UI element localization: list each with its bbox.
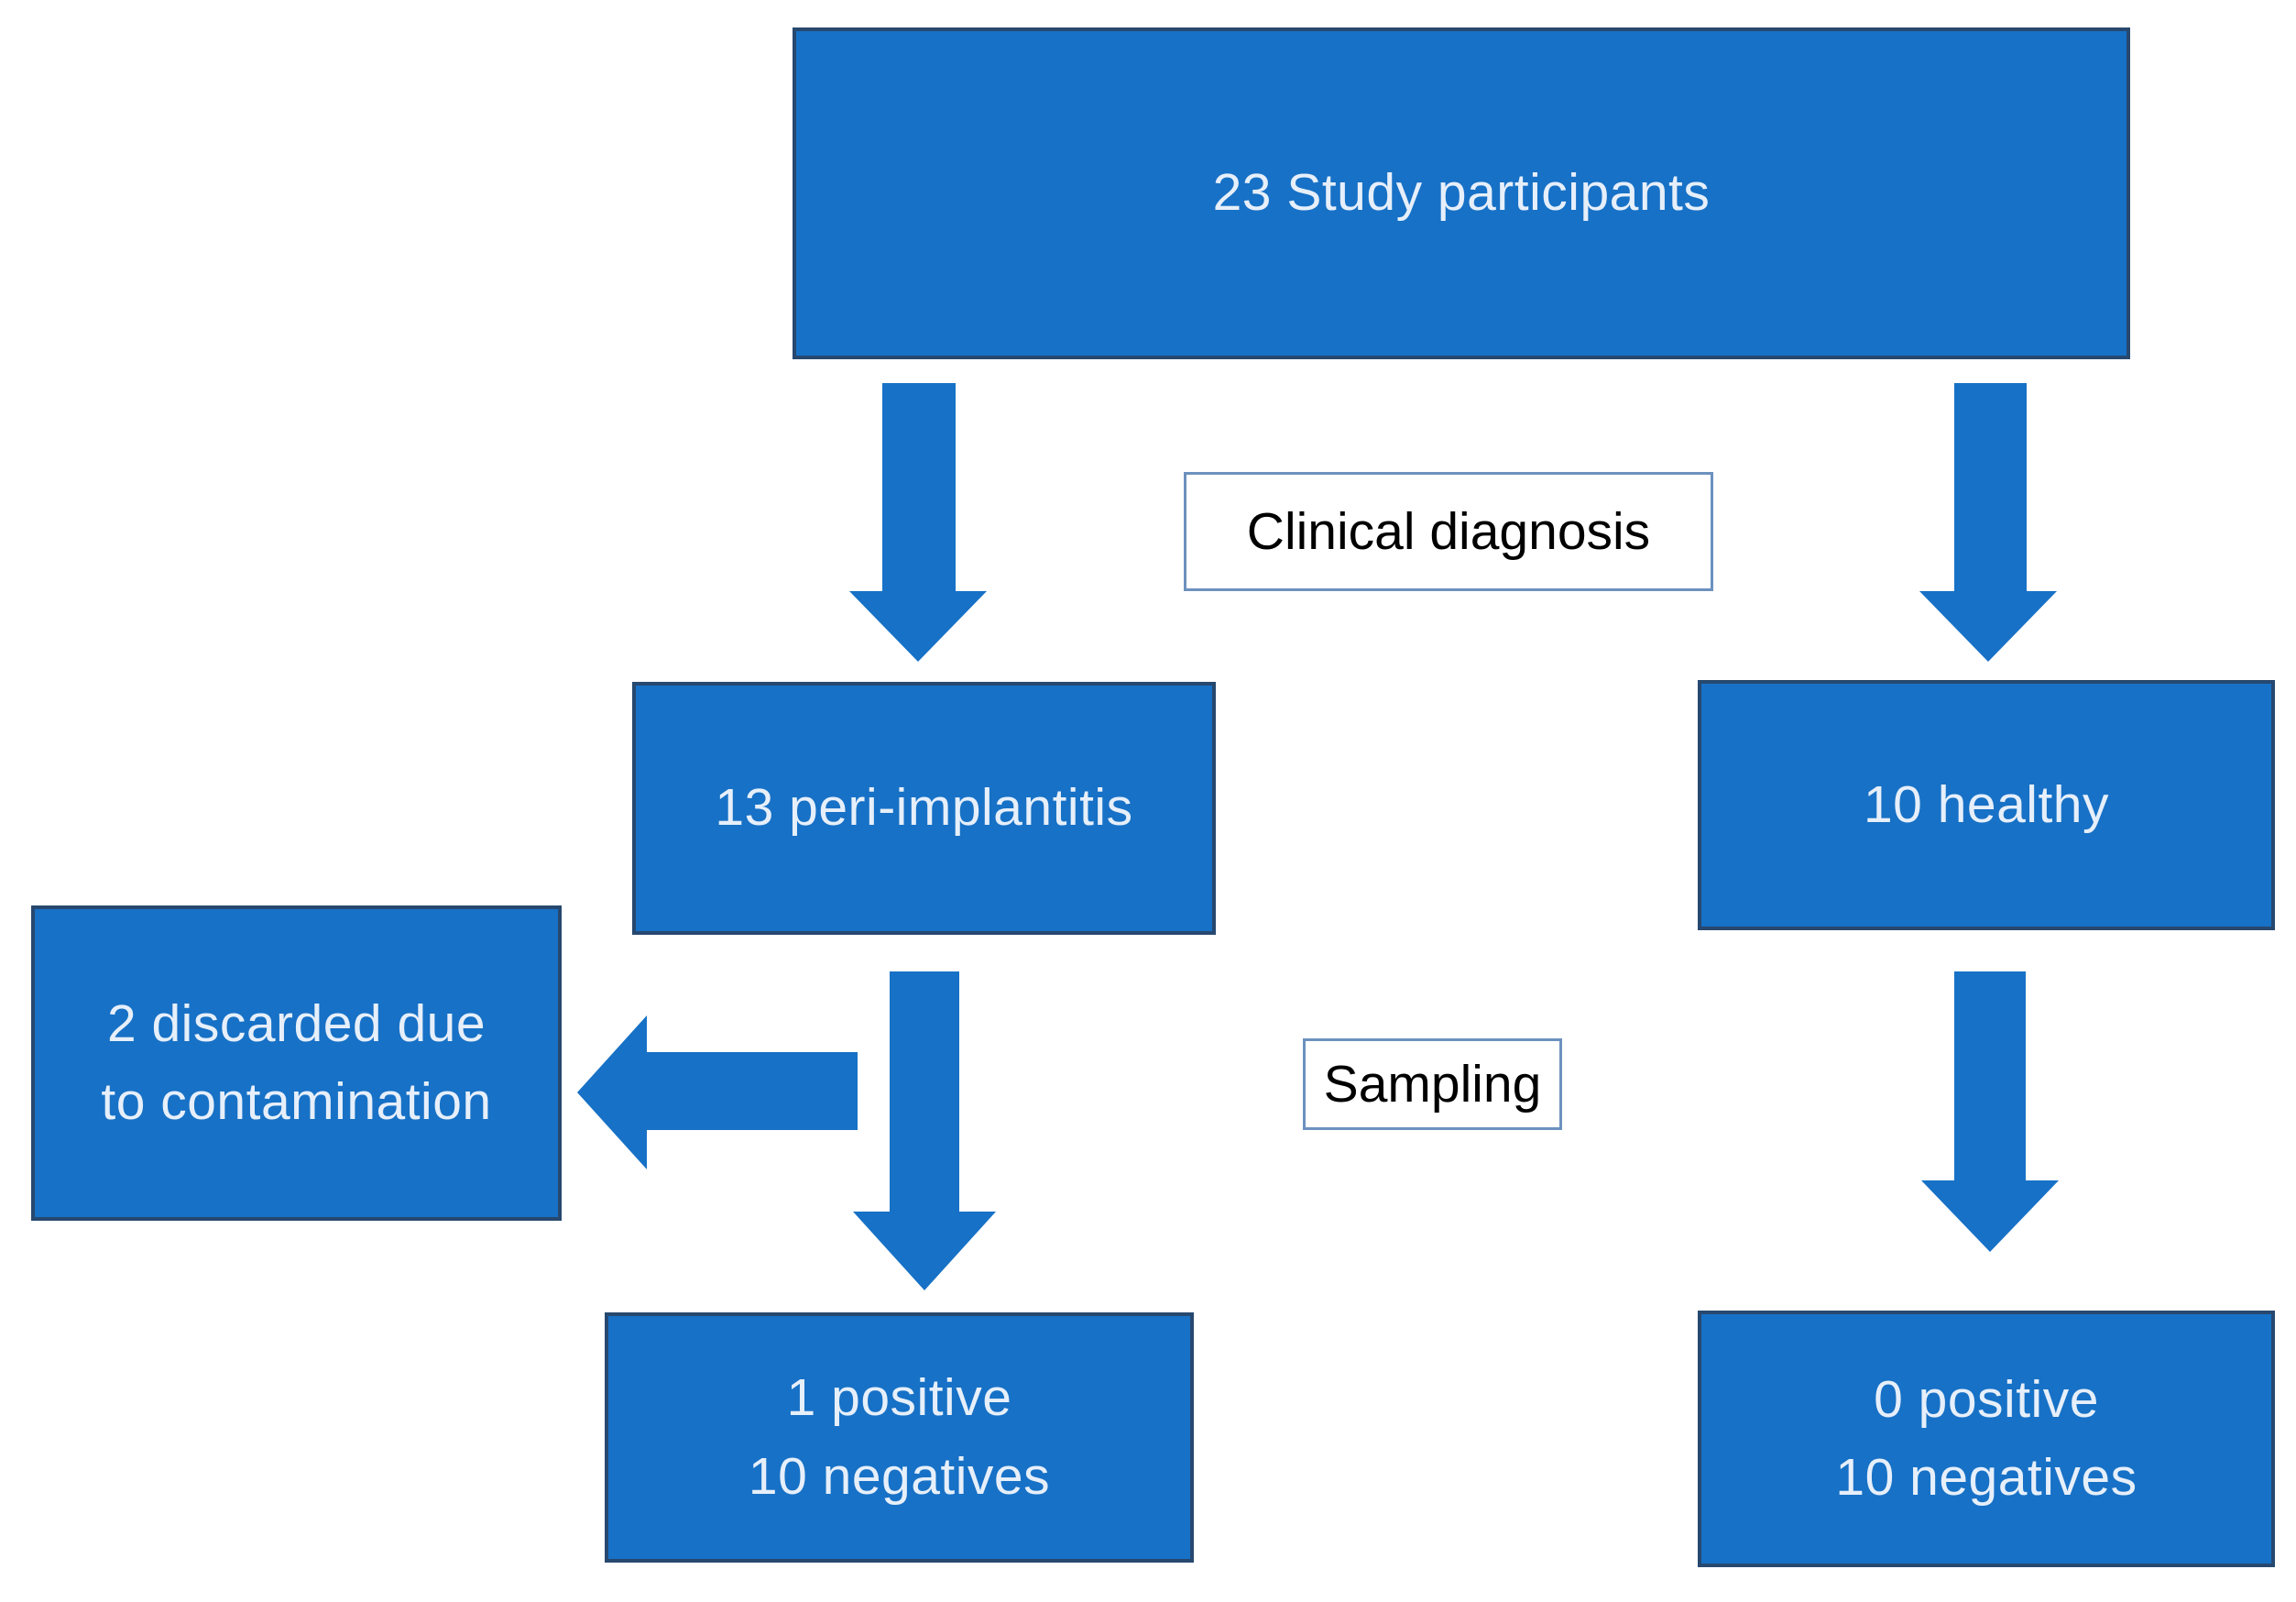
- arrow-top-to-healthy-shaft-icon: [1954, 383, 2027, 591]
- stage-label-sampling: Sampling: [1303, 1038, 1562, 1130]
- node-peri-implantitis: 13 peri-implantitis: [632, 682, 1216, 935]
- stage-label-clinical-diagnosis: Clinical diagnosis: [1184, 472, 1713, 591]
- node-result-peri-label-line2: 10 negatives: [748, 1446, 1051, 1506]
- node-discarded-label-line1: 2 discarded due: [106, 993, 487, 1053]
- node-study-participants: 23 Study participants: [793, 27, 2130, 359]
- node-healthy-label: 10 healthy: [1863, 774, 2110, 834]
- node-peri-implantitis-label: 13 peri-implantitis: [715, 778, 1133, 838]
- node-result-healthy-label-line1: 0 positive: [1874, 1369, 2099, 1429]
- node-result-peri-label-line1: 1 positive: [786, 1368, 1012, 1427]
- arrow-healthy-to-result-down-arrow-icon: [1921, 1180, 2059, 1252]
- node-healthy: 10 healthy: [1698, 680, 2275, 930]
- arrow-healthy-to-result-shaft-icon: [1954, 971, 2026, 1181]
- arrow-peri-to-discarded-shaft-icon: [647, 1052, 858, 1130]
- arrow-top-to-peri-down-arrow-icon: [849, 591, 987, 662]
- node-discarded: 2 discarded due to contamination: [31, 905, 562, 1221]
- arrow-peri-to-result-shaft-icon: [890, 971, 959, 1212]
- node-study-participants-label: 23 Study participants: [1212, 163, 1711, 223]
- node-result-peri: 1 positive 10 negatives: [605, 1312, 1194, 1563]
- arrow-peri-to-discarded-left-arrow-icon: [577, 1015, 647, 1169]
- arrow-top-to-peri-shaft-icon: [882, 383, 956, 591]
- node-result-healthy-label-line2: 10 negatives: [1835, 1448, 2137, 1507]
- node-result-healthy: 0 positive 10 negatives: [1698, 1311, 2275, 1567]
- stage-label-sampling-text: Sampling: [1323, 1055, 1542, 1114]
- stage-label-clinical-diagnosis-text: Clinical diagnosis: [1246, 502, 1651, 561]
- arrow-peri-to-result-down-arrow-icon: [853, 1212, 996, 1290]
- arrow-top-to-healthy-down-arrow-icon: [1919, 591, 2057, 662]
- node-discarded-label-line2: to contamination: [101, 1072, 492, 1131]
